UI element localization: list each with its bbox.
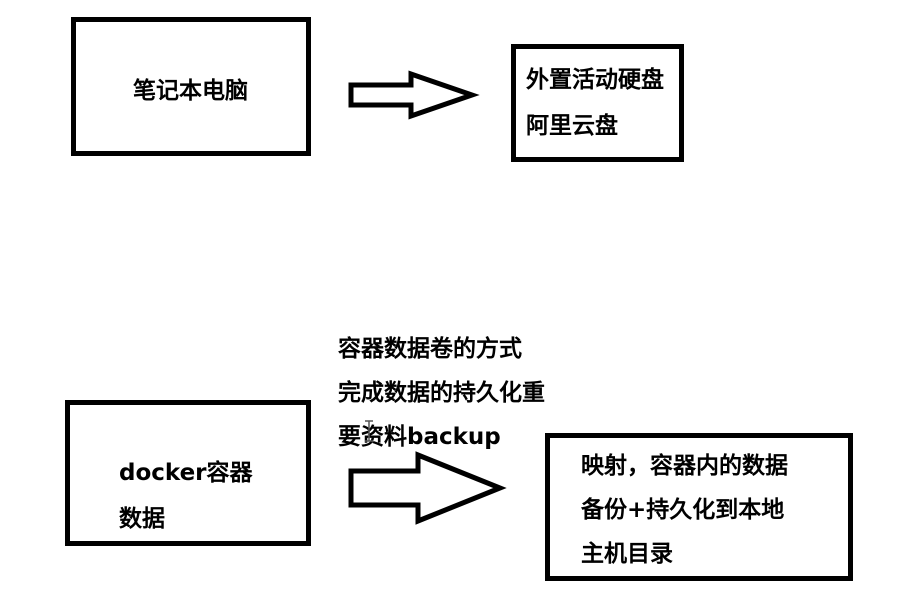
cloud-drive-label: 阿里云盘 xyxy=(526,113,618,139)
mapping-label-line-3: 主机目录 xyxy=(581,541,673,567)
docker-box xyxy=(65,400,311,546)
external-drive-label: 外置活动硬盘 xyxy=(526,67,664,93)
laptop-label: 笔记本电脑 xyxy=(133,78,248,104)
host-mapping-box xyxy=(545,433,853,581)
volume-caption-line-3: 要资料backup xyxy=(338,424,501,450)
laptop-box xyxy=(71,17,311,156)
mapping-label-line-1: 映射，容器内的数据 xyxy=(581,453,788,479)
volume-caption-line-2: 完成数据的持久化重 xyxy=(338,380,545,406)
storage-box xyxy=(511,44,684,162)
docker-label-line-2: 数据 xyxy=(119,506,165,532)
mapping-label-line-2: 备份+持久化到本地 xyxy=(581,497,785,523)
docker-label-line-1: docker容器 xyxy=(119,460,253,486)
top-arrow xyxy=(348,70,480,120)
volume-caption-line-1: 容器数据卷的方式 xyxy=(338,336,522,362)
bottom-arrow xyxy=(348,451,507,525)
text-cursor-icon xyxy=(365,420,373,442)
